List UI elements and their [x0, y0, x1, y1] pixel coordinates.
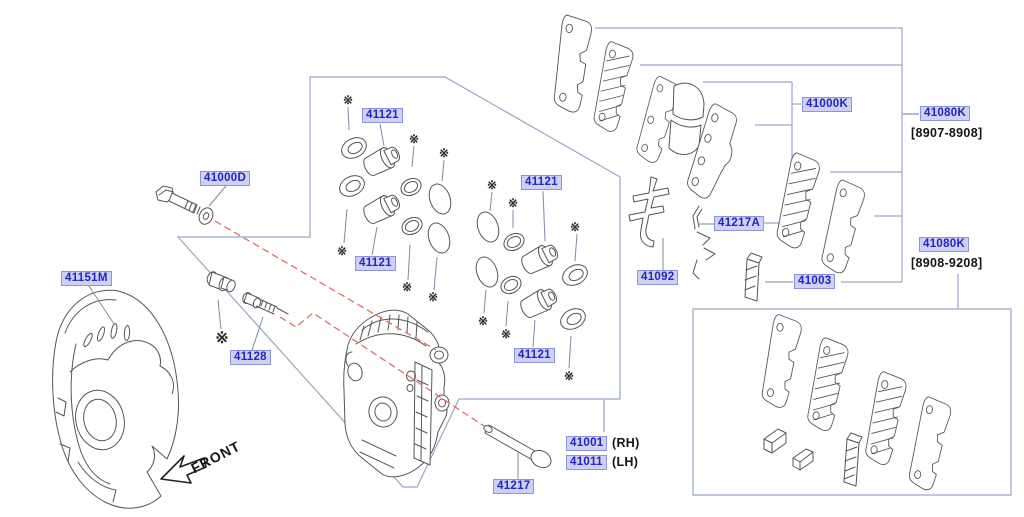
reference-marker: ※ — [342, 93, 354, 107]
reference-marker: ※ — [569, 220, 581, 234]
part-label-41217[interactable]: 41217 — [493, 479, 535, 494]
reference-marker: ※ — [427, 290, 439, 304]
part-label-41080K-early[interactable]: 41080K — [920, 106, 971, 121]
front-arrow — [160, 455, 207, 484]
assembly-centerlines — [214, 220, 485, 427]
part-label-41001[interactable]: 41001 — [566, 436, 608, 451]
part-label-41080K-late[interactable]: 41080K — [919, 237, 970, 252]
group-bracket-41000K — [703, 81, 801, 224]
part-side-lh: (LH) — [612, 455, 639, 469]
part-label-41217A[interactable]: 41217A — [714, 216, 765, 231]
part-label-41128[interactable]: 41128 — [230, 350, 271, 365]
reference-marker-starred: ※ — [215, 330, 229, 347]
hardware-kit-late-art — [760, 313, 953, 493]
reference-marker: ※ — [408, 132, 420, 146]
date-range-early: [8907-8908] — [911, 126, 983, 140]
reference-marker: ※ — [563, 369, 575, 383]
group-outline-41080K-late — [692, 274, 1012, 496]
seal-kit-art — [335, 133, 592, 334]
reference-marker: ※ — [507, 196, 519, 210]
part-label-41011[interactable]: 41011 — [566, 455, 607, 470]
reference-marker: ※ — [486, 178, 498, 192]
slide-pin-art — [483, 424, 552, 469]
dust-shield-art — [52, 289, 180, 509]
retainer-spring-art — [628, 176, 670, 248]
reference-marker: ※ — [477, 314, 489, 328]
reference-marker: ※ — [500, 327, 512, 341]
part-label-41121-4[interactable]: 41121 — [514, 348, 555, 363]
pad-spring-art — [692, 205, 716, 280]
leader-lines — [88, 106, 919, 479]
part-label-41000K[interactable]: 41000K — [802, 97, 853, 112]
caliper-art — [343, 309, 450, 478]
part-label-41003[interactable]: 41003 — [794, 274, 836, 289]
part-label-41121-1[interactable]: 41121 — [362, 108, 403, 123]
part-label-41151M[interactable]: 41151M — [61, 271, 112, 286]
part-label-41121-3[interactable]: 41121 — [521, 175, 562, 190]
part-side-rh: (RH) — [612, 436, 640, 450]
connector-bolts-art — [206, 271, 289, 315]
reference-marker: ※ — [401, 280, 413, 294]
part-label-41092[interactable]: 41092 — [637, 270, 679, 285]
pad-plates-art — [553, 14, 867, 276]
clip-41003-art — [744, 252, 763, 302]
group-outline-caliper-kit — [176, 76, 621, 488]
date-range-late: [8908-9208] — [911, 256, 983, 270]
part-label-41000D[interactable]: 41000D — [200, 171, 251, 186]
reference-marker: ※ — [438, 146, 450, 160]
part-label-41121-2[interactable]: 41121 — [355, 256, 396, 271]
reference-marker: ※ — [336, 244, 348, 258]
mount-bolt-art — [155, 185, 214, 225]
